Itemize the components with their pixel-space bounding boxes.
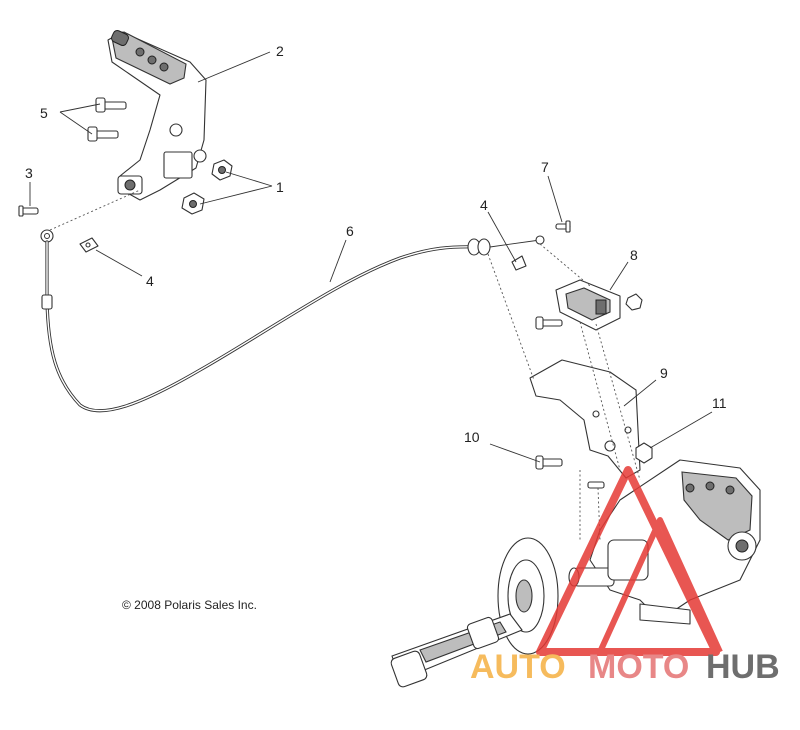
pin-part-7 [555, 220, 571, 233]
callout-8: 8 [630, 247, 638, 263]
brake-caliper [555, 279, 643, 331]
callout-11: 11 [712, 395, 727, 411]
assembly-lines [49, 189, 641, 541]
watermark-hub: HUB [706, 648, 780, 686]
automotohub-watermark: AUTO MOTO HUB [470, 466, 780, 686]
bolt-small [587, 481, 605, 489]
brake-lever-assembly [107, 29, 207, 201]
callout-5: 5 [40, 105, 48, 121]
nut-lower [181, 192, 205, 215]
drive-shaft [390, 613, 523, 688]
callout-10: 10 [464, 429, 480, 445]
watermark-auto: AUTO [470, 648, 566, 686]
callout-4-right: 4 [480, 197, 488, 213]
leader-lines [29, 51, 713, 463]
bolt-lower [87, 126, 119, 142]
bolt-upper [95, 97, 127, 113]
watermark-moto: MOTO [588, 648, 689, 686]
callout-labels: 2 5 1 3 4 6 4 7 8 9 10 11 [25, 43, 727, 445]
mounting-bracket [529, 359, 641, 479]
brake-cable [40, 229, 545, 413]
clip-left [79, 237, 99, 253]
callout-4-left: 4 [146, 273, 154, 289]
callout-7: 7 [541, 159, 549, 175]
nut-upper [211, 159, 233, 181]
copyright-notice: © 2008 Polaris Sales Inc. [122, 598, 257, 612]
caliper-bolt [535, 316, 563, 330]
pin-part-3 [18, 205, 39, 217]
callout-2: 2 [276, 43, 284, 59]
callout-1: 1 [276, 179, 284, 195]
clip-right [511, 255, 527, 271]
nut-part-11 [635, 442, 653, 464]
callout-6: 6 [346, 223, 354, 239]
callout-3: 3 [25, 165, 33, 181]
callout-9: 9 [660, 365, 668, 381]
bolt-part-10 [535, 455, 563, 470]
